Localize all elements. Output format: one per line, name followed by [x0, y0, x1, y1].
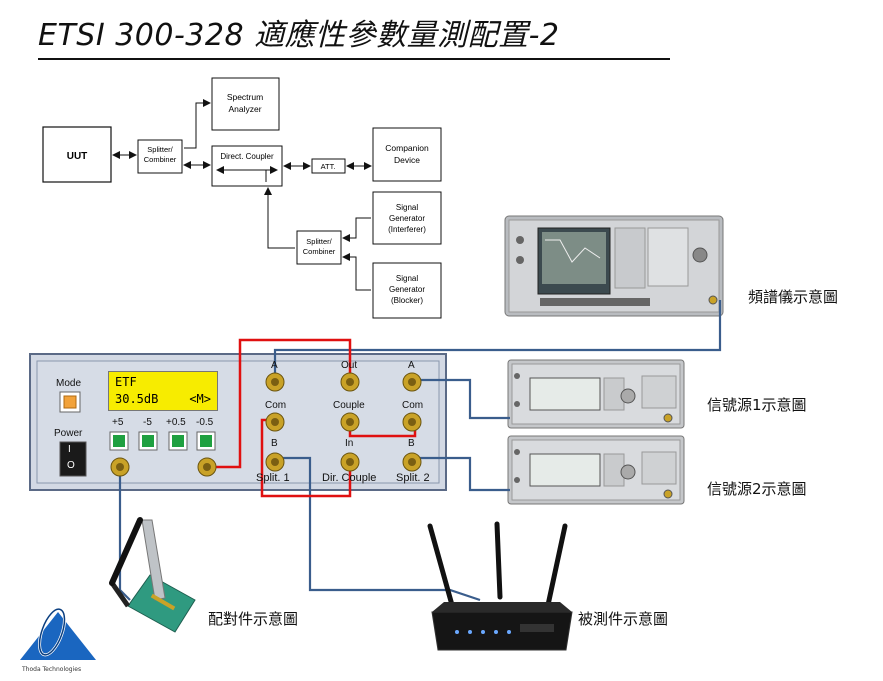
port-in	[340, 452, 360, 472]
port-label-split1: Split. 1	[256, 472, 290, 484]
uut-label: UUT	[67, 151, 88, 162]
power-switch	[59, 441, 87, 477]
companion-label-1: Companion	[385, 143, 429, 153]
siggen-interferer-block	[372, 191, 442, 245]
port-label-a-left: A	[271, 360, 278, 371]
step-buttons	[109, 431, 216, 451]
title-underline	[38, 58, 670, 60]
splitter1-label-2: Combiner	[144, 155, 177, 164]
caption-spectrum: 頻譜儀示意圖	[748, 288, 839, 306]
svg-text:Signal: Signal	[396, 203, 418, 212]
spectrum-analyzer-block	[211, 77, 280, 131]
svg-text:Generator: Generator	[389, 214, 425, 223]
btn-minus5-label: -5	[143, 417, 152, 428]
btn-plus5-label: +5	[112, 417, 124, 428]
companion-block	[372, 127, 442, 182]
svg-text:(Interferer): (Interferer)	[388, 225, 426, 234]
port-label-out: Out	[341, 360, 358, 371]
dir-coupler-label: Direct. Coupler	[220, 152, 274, 161]
lcd-mode: ETF	[115, 375, 137, 389]
lcd-mode-indicator: <M>	[189, 392, 211, 406]
power-off-glyph: O	[67, 460, 75, 471]
uut-block	[42, 126, 112, 183]
port-label-b-right: B	[408, 438, 415, 449]
port-couple	[340, 412, 360, 432]
port-a-left	[265, 372, 285, 392]
svg-text:Signal: Signal	[396, 274, 418, 283]
port-com-right	[402, 412, 422, 432]
blue-cables	[118, 300, 722, 602]
signal-source-1-illustration	[507, 359, 685, 429]
splitter1-label-1: Splitter/	[147, 145, 173, 154]
mode-label: Mode	[56, 378, 82, 389]
caption-source1: 信號源1示意圖	[707, 396, 807, 414]
btn-plus05-label: +0.5	[166, 417, 186, 428]
att-block	[311, 158, 346, 174]
page-title: ETSI 300-328 適應性參數量測配置-2	[38, 18, 560, 53]
port-b-right	[402, 452, 422, 472]
port-aux	[197, 457, 217, 477]
lcd-display: ETF 30.5dB <M>	[108, 371, 218, 411]
port-label-couple: Couple	[333, 400, 365, 411]
port-a-right	[402, 372, 422, 392]
logo-text: Thoda Technologies	[21, 666, 81, 673]
port-label-split2: Split. 2	[396, 472, 430, 484]
att-label: ATT.	[321, 162, 336, 171]
port-out	[340, 372, 360, 392]
caption-dut: 被測件示意圖	[578, 610, 669, 628]
port-com-left	[265, 412, 285, 432]
port-label-dir-couple: Dir. Couple	[322, 472, 377, 484]
port-companion	[110, 457, 130, 477]
companion-card-illustration	[109, 517, 196, 633]
port-b-left	[265, 452, 285, 472]
sa-label-2: Analyzer	[228, 104, 261, 114]
splitter1-block	[137, 139, 183, 174]
company-logo: Thoda Technologies	[20, 607, 96, 673]
siggen-blocker-block	[372, 262, 442, 319]
btn-minus05-label: -0.5	[196, 417, 214, 428]
lcd-attenuation: 30.5dB	[115, 392, 159, 406]
sa-label-1: Spectrum	[227, 92, 263, 102]
splitter2-label-2: Combiner	[303, 247, 336, 256]
spectrum-analyzer-illustration	[504, 215, 724, 317]
companion-label-2: Device	[394, 155, 420, 165]
power-on-glyph: I	[68, 444, 71, 455]
test-box-panel	[29, 353, 447, 491]
port-label-a-right: A	[408, 360, 415, 371]
svg-text:Generator: Generator	[389, 285, 425, 294]
signal-source-2-illustration	[507, 435, 685, 505]
block-diagram: UUT Splitter/ Combiner Spectrum Analyzer…	[42, 77, 442, 319]
port-label-in: In	[345, 438, 354, 449]
caption-source2: 信號源2示意圖	[707, 480, 807, 498]
power-label: Power	[54, 428, 83, 439]
splitter2-block	[296, 230, 342, 265]
caption-companion: 配對件示意圖	[208, 610, 299, 628]
rf-ports	[110, 372, 422, 477]
splitter2-label-1: Splitter/	[306, 237, 332, 246]
port-label-b-left: B	[271, 438, 278, 449]
dut-router-illustration	[427, 521, 573, 651]
port-label-com-right: Com	[402, 400, 424, 411]
port-label-com-left: Com	[265, 400, 287, 411]
svg-text:(Blocker): (Blocker)	[391, 296, 423, 305]
